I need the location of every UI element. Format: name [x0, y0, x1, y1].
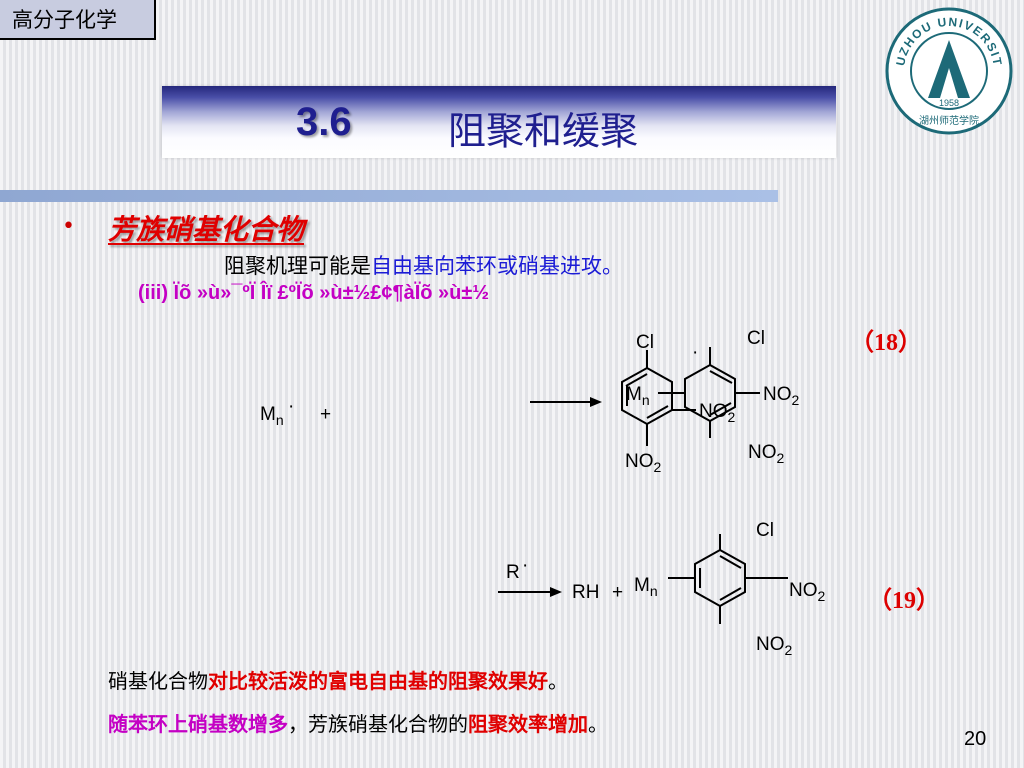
course-name: 高分子化学 [0, 0, 156, 40]
summary-2-highlight-2: 阻聚效率增加 [468, 712, 588, 736]
eq18-radical: Mn [260, 404, 284, 428]
eq18-product-cl: Cl [747, 328, 765, 349]
equation-18-diagram: Mn · + Cl NO2 NO2 Cl · Mn NO2 NO2 [260, 328, 800, 475]
eq19-radical: R [506, 562, 520, 583]
summary-2-suffix: 。 [588, 712, 608, 736]
mechanism-prefix: 阻聚机理可能是 [224, 254, 371, 278]
university-logo: HUZHOU UNIVERSITY 1958 湖州师范学院 [884, 6, 1013, 135]
eq19-cl: Cl [756, 520, 774, 541]
svg-text:·: · [692, 342, 698, 363]
logo-year: 1958 [939, 98, 959, 108]
mechanism-highlight: 自由基向苯环或硝基进攻。 [371, 254, 623, 278]
eq18-reactant-no2-bottom: NO2 [625, 451, 662, 475]
title-banner [162, 86, 836, 158]
svg-text:·: · [522, 555, 528, 576]
mechanism-text: 阻聚机理可能是自由基向苯环或硝基进攻。 [224, 250, 623, 280]
summary-2-middle: ，芳族硝基化合物的 [288, 712, 468, 736]
eq18-reactant-cl: Cl [636, 332, 654, 353]
page-number: 20 [964, 728, 987, 750]
garbled-line: (iii) Ïõ »ù»¯ºÏ Îï £ºÏõ »ù±½£¢¶àÏõ »ù±½ [138, 282, 490, 304]
eq19-no2-right: NO2 [789, 580, 826, 604]
summary-line-2: 随苯环上硝基数增多，芳族硝基化合物的阻聚效率增加。 [108, 708, 608, 737]
eq19-no2-bottom: NO2 [756, 634, 793, 658]
svg-text:·: · [288, 396, 294, 417]
equation-19-diagram: R · RH + Mn Cl NO2 NO2 [498, 520, 826, 658]
eq19-product-group: Mn [634, 575, 658, 599]
eq18-product-no2-bottom: NO2 [748, 442, 785, 466]
summary-1-prefix: 硝基化合物 [108, 669, 208, 693]
summary-1-highlight: 对比较活泼的富电自由基的阻聚效果好 [208, 669, 548, 693]
summary-line-1: 硝基化合物对比较活泼的富电自由基的阻聚效果好。 [108, 665, 568, 694]
section-number: 3.6 [296, 100, 352, 144]
equation-18-label: （18） [850, 330, 922, 356]
eq19-plus: + [612, 582, 623, 603]
bullet-icon: • [62, 214, 75, 239]
equation-19-label: （19） [868, 588, 940, 614]
slide-title: 阻聚和缓聚 [448, 109, 639, 153]
summary-2-highlight-1: 随苯环上硝基数增多 [108, 712, 288, 736]
eq18-product-group: Mn [626, 384, 650, 408]
eq18-product-no2-right: NO2 [763, 384, 800, 408]
eq18-plus: + [320, 404, 331, 425]
eq19-rh: RH [572, 582, 599, 603]
summary-1-suffix: 。 [548, 669, 568, 693]
section-heading: 芳族硝基化合物 [108, 213, 305, 246]
logo-bottom-text: 湖州师范学院 [919, 114, 979, 127]
divider-rule [0, 190, 778, 202]
